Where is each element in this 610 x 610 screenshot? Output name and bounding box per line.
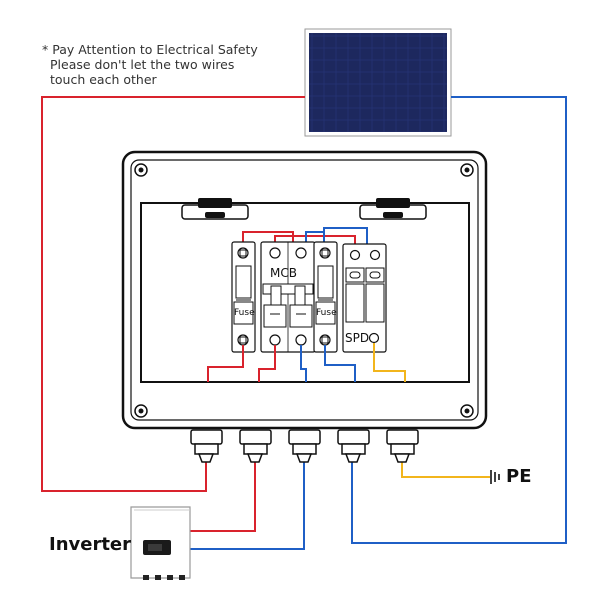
fuse-label-2: Fuse bbox=[316, 308, 337, 318]
pe-label: PE bbox=[506, 466, 532, 487]
inverter-label: Inverter bbox=[49, 534, 132, 555]
internal-wires-top bbox=[242, 227, 368, 244]
fuse-label-1: Fuse bbox=[234, 308, 255, 318]
fuse-holder-1 bbox=[231, 241, 256, 353]
ground-symbol bbox=[490, 470, 500, 484]
spd-label: SPD bbox=[345, 331, 370, 345]
pv-negative-wire bbox=[351, 96, 567, 544]
fuse-holder-2 bbox=[313, 241, 338, 353]
mcb-label: MCB bbox=[270, 266, 297, 280]
cable-gland-4 bbox=[337, 429, 370, 463]
cable-glands bbox=[190, 429, 419, 463]
spd-surge-protector bbox=[342, 243, 387, 353]
safety-note-line-3: touch each other bbox=[50, 72, 157, 87]
hinge-right bbox=[359, 198, 427, 220]
cable-gland-5 bbox=[386, 429, 419, 463]
inverter-negative-wire bbox=[190, 462, 305, 550]
cable-gland-3 bbox=[288, 429, 321, 463]
hinge-left bbox=[181, 198, 249, 220]
safety-note-line-2: Please don't let the two wires bbox=[50, 57, 235, 72]
pv-positive-wire bbox=[41, 96, 305, 492]
inverter-positive-wire bbox=[190, 462, 256, 532]
internal-wires-bottom bbox=[207, 343, 406, 382]
cable-gland-1 bbox=[190, 429, 223, 463]
ground-wire bbox=[401, 462, 490, 478]
safety-note: * Pay Attention to Electrical Safety Ple… bbox=[42, 42, 258, 87]
mcb-breaker bbox=[260, 241, 316, 353]
safety-note-line-1: * Pay Attention to Electrical Safety bbox=[42, 42, 258, 57]
cable-gland-2 bbox=[239, 429, 272, 463]
inverter-unit bbox=[130, 506, 191, 580]
solar-panel bbox=[304, 28, 452, 137]
